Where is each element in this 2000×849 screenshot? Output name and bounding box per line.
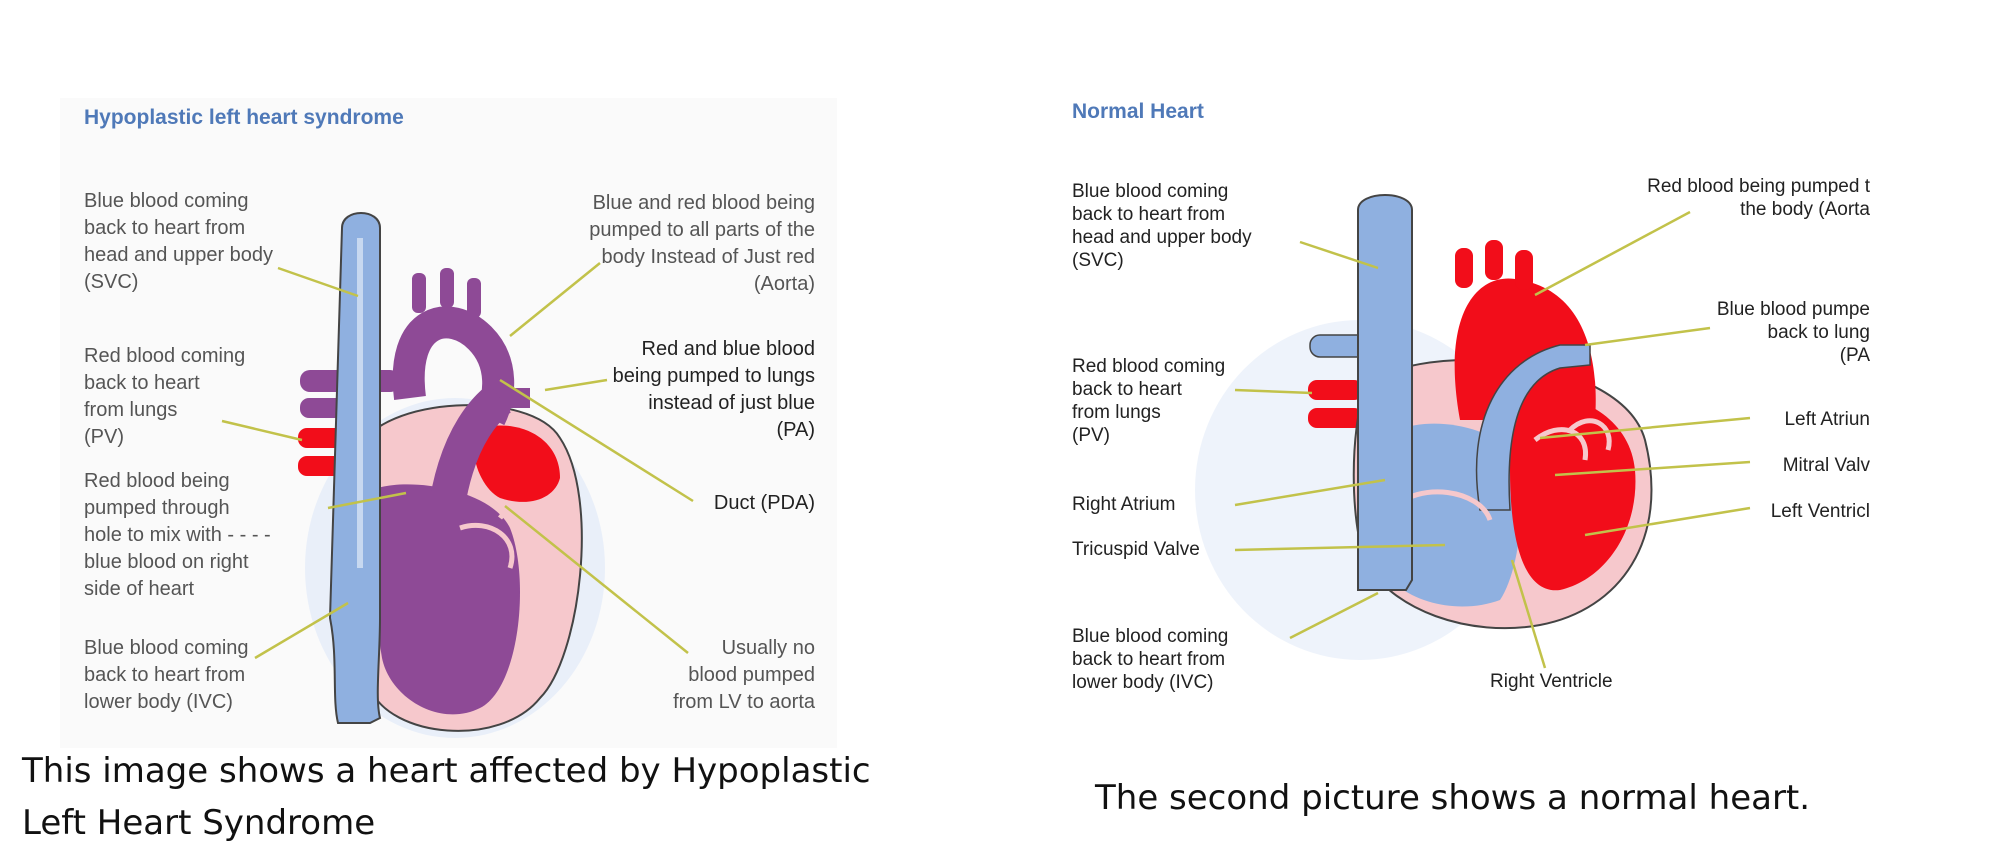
- normal-label-left-ventricle: Left Ventricl: [1770, 501, 1870, 522]
- normal-vena-cava: [1357, 194, 1413, 591]
- caption-hlhs: This image shows a heart affected by Hyp…: [22, 751, 871, 843]
- normal-label-aorta: Red blood being pumped t the body (Aorta: [1647, 176, 1870, 220]
- normal-label-svc: Blue blood coming back to heart from hea…: [1072, 181, 1252, 271]
- hlhs-diagram: Hypoplastic left heart syndrome Blue blo…: [60, 98, 837, 748]
- hlhs-vena-cava: [328, 212, 382, 724]
- normal-pulmonary-vein-1: [1308, 380, 1363, 400]
- hlhs-label-aorta: Blue and red blood being pumped to all p…: [589, 192, 815, 295]
- normal-aorta: [1454, 278, 1596, 420]
- normal-label-pv: Red blood coming back to heart from lung…: [1072, 356, 1226, 446]
- hlhs-aorta: [392, 306, 515, 426]
- normal-title: Normal Heart: [1072, 100, 1204, 123]
- hlhs-label-hole: Red blood being pumped through hole to m…: [84, 470, 271, 600]
- normal-label-tricuspid-valve: Tricuspid Valve: [1072, 539, 1200, 560]
- normal-heart-illustration: [1195, 194, 1751, 669]
- hlhs-title: Hypoplastic left heart syndrome: [84, 106, 404, 129]
- normal-label-left-atrium: Left Atriun: [1784, 409, 1870, 430]
- hlhs-label-duct: Duct (PDA): [713, 492, 815, 514]
- hlhs-label-ivc: Blue blood coming back to heart from low…: [84, 637, 249, 713]
- hlhs-right-ventricle: [372, 484, 520, 715]
- normal-label-pa: Blue blood pumpe back to lung (PA: [1716, 299, 1870, 366]
- hlhs-leader-lines: [221, 262, 694, 660]
- normal-label-right-ventricle: Right Ventricle: [1490, 671, 1613, 692]
- hlhs-label-pv: Red blood coming back to heart from lung…: [84, 345, 246, 448]
- normal-heart-diagram: Normal Heart Blue blood coming back to h…: [1060, 90, 1870, 720]
- normal-left-ventricle: [1500, 393, 1636, 591]
- normal-leader-lines: [1234, 210, 1751, 669]
- hlhs-pulmonary-artery: [426, 383, 512, 570]
- hlhs-left-atrium: [473, 425, 560, 502]
- normal-label-ivc: Blue blood coming back to heart from low…: [1072, 626, 1229, 693]
- normal-pulmonary-vein-2: [1308, 408, 1363, 428]
- normal-pulmonary-artery: [1475, 344, 1591, 511]
- normal-label-mitral-valve: Mitral Valv: [1782, 455, 1870, 476]
- normal-label-right-atrium: Right Atrium: [1072, 494, 1176, 515]
- hlhs-label-pa: Red and blue blood being pumped to lungs…: [612, 338, 815, 441]
- caption-normal: The second picture shows a normal heart.: [1095, 778, 1811, 818]
- hlhs-label-svc: Blue blood coming back to heart from hea…: [84, 190, 274, 293]
- hlhs-heart-illustration: [221, 212, 694, 738]
- hlhs-label-lv: Usually no blood pumped from LV to aorta: [673, 637, 815, 713]
